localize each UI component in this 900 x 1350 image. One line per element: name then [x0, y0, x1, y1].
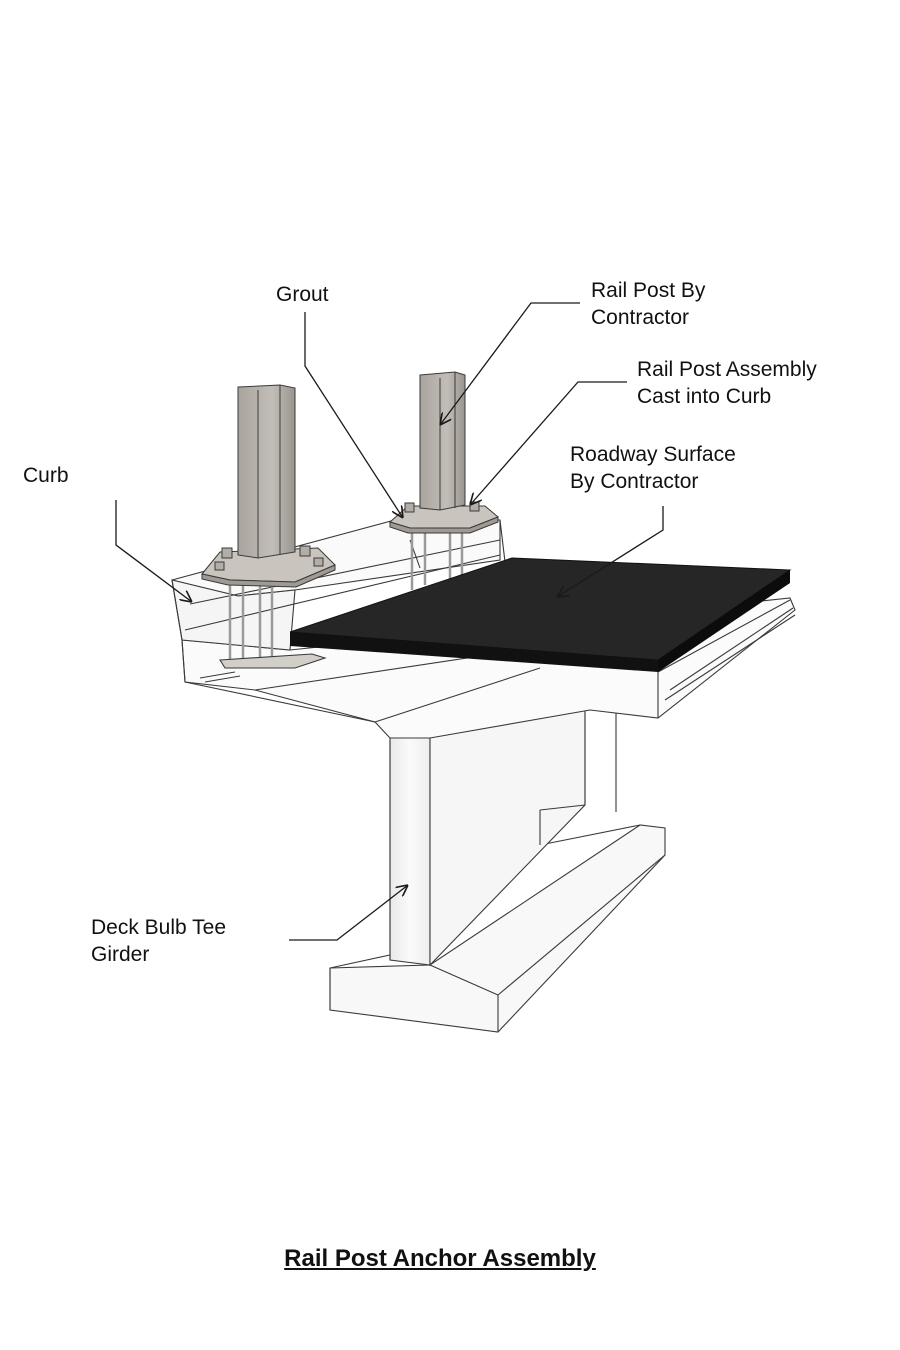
- roadway-surface-edge: [290, 632, 658, 672]
- rail-post-assembly-label: Rail Post Assembly Cast into Curb: [637, 358, 817, 408]
- callout-leaders: [115, 302, 664, 941]
- embedded-bottom-plate: [219, 653, 327, 669]
- grout-label: Grout: [276, 283, 329, 306]
- roadway-surface-label: Roadway Surface By Contractor: [570, 443, 736, 493]
- girder-web: [389, 737, 431, 966]
- leader-girder: [289, 885, 408, 941]
- deck-bulb-tee-girder-label: Deck Bulb Tee Girder: [91, 916, 227, 966]
- roadway-surface: [289, 557, 792, 672]
- leader-roadway-surface: [557, 506, 664, 597]
- leader-grout: [304, 312, 403, 518]
- diagram-title: Rail Post Anchor Assembly: [284, 1245, 596, 1272]
- leader-rail-post: [440, 302, 580, 425]
- rail-post-left: [237, 384, 296, 559]
- girder-bottom-flange: [329, 824, 666, 1033]
- rail-post-right: [419, 371, 466, 511]
- leader-curb: [115, 500, 192, 602]
- curb-label: Curb: [23, 464, 69, 487]
- rail-post-label: Rail Post By Contractor: [591, 279, 706, 329]
- leader-rail-post-assembly: [470, 381, 627, 505]
